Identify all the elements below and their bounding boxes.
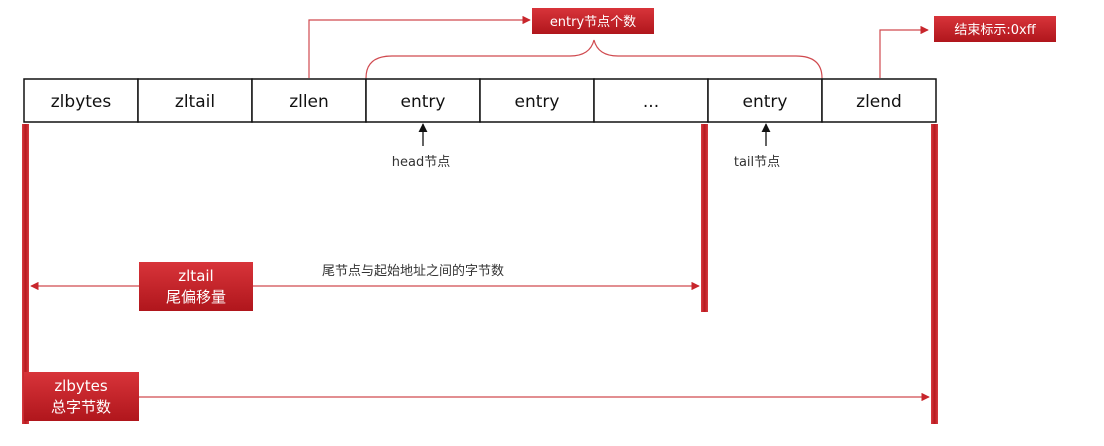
tail-bar <box>701 124 708 312</box>
field-label: zlend <box>856 92 902 112</box>
tail-pointer: tail节点 <box>734 123 780 170</box>
field-label: zltail <box>175 92 215 112</box>
entry-count-label: entry节点个数 <box>550 15 636 30</box>
end-marker-callout: 结束标示:0xff <box>879 16 1056 78</box>
entry-count-callout: entry节点个数 <box>308 8 823 79</box>
field-label: ... <box>643 92 659 112</box>
head-pointer: head节点 <box>392 123 450 170</box>
zltail-offset-box <box>139 262 253 311</box>
entry-count-box <box>532 8 654 34</box>
field-label: entry <box>743 92 788 112</box>
field-label: zlbytes <box>51 92 112 112</box>
zlbytes-box-subtitle: 总字节数 <box>51 398 111 416</box>
field-cell <box>251 78 367 123</box>
end-marker-label: 结束标示:0xff <box>954 23 1036 38</box>
field-row: zlbytes zltail zllen entry entry... entry zlen… <box>23 78 937 123</box>
zlbytes-span: zlbytes 总字节数 <box>24 372 930 421</box>
end-bar <box>931 124 938 424</box>
field-label: entry <box>515 92 560 112</box>
field-cell <box>707 78 823 123</box>
field-cell <box>23 78 139 123</box>
field-cell <box>821 78 937 123</box>
head-node-label: head节点 <box>392 155 450 170</box>
start-bar <box>22 124 29 424</box>
tail-node-label: tail节点 <box>734 155 780 170</box>
field-cell <box>137 78 253 123</box>
tail-span-description: 尾节点与起始地址之间的字节数 <box>322 263 504 279</box>
zltail-box-title: zltail <box>178 267 213 285</box>
zltail-box-subtitle: 尾偏移量 <box>166 288 226 306</box>
zlbytes-total-box <box>24 372 139 421</box>
zltail-span: 尾节点与起始地址之间的字节数 zltail 尾偏移量 <box>30 262 700 311</box>
end-marker-box <box>934 16 1056 42</box>
field-label: zllen <box>289 92 329 112</box>
field-label: entry <box>401 92 446 112</box>
field-cell <box>593 78 709 123</box>
field-cell <box>479 78 595 123</box>
zlbytes-box-title: zlbytes <box>54 377 108 395</box>
